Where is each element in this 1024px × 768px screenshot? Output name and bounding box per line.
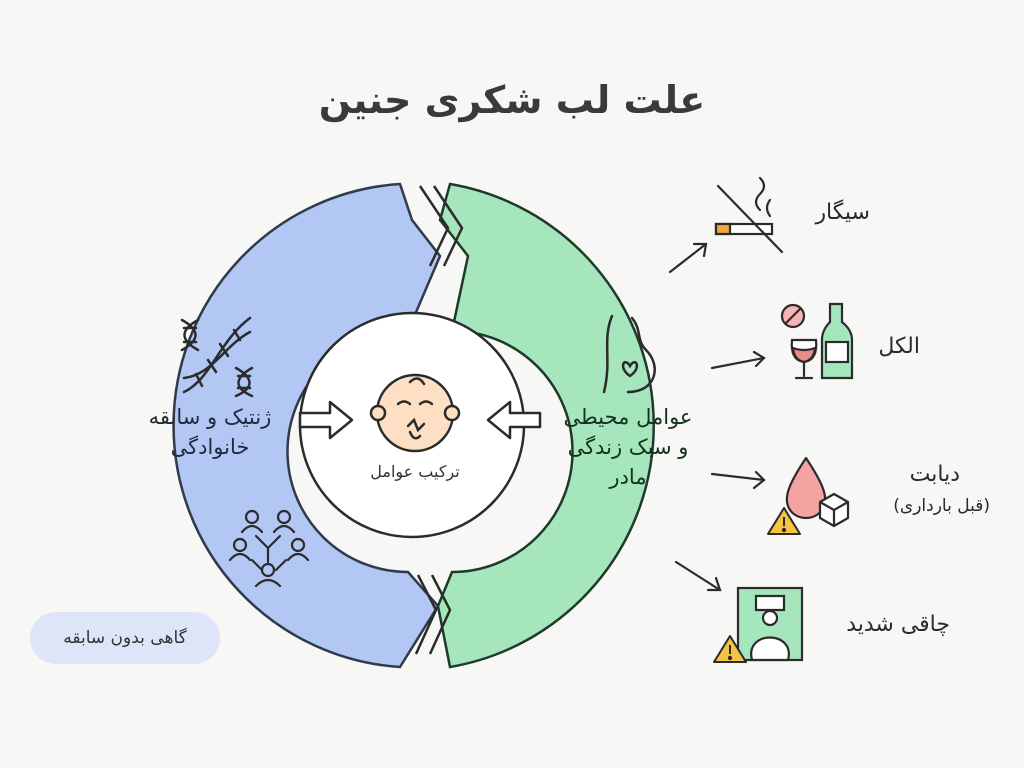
connector-lines [668, 242, 766, 592]
factor-alcohol: الکل [878, 334, 920, 359]
alcohol-icon [780, 302, 854, 380]
environment-label-line1: عوامل محیطی [563, 405, 693, 429]
factor-smoking: سیگار [815, 200, 870, 225]
separator-top [418, 185, 464, 267]
family-tree-icon [228, 509, 310, 588]
factor-diabetes-note: (قبل بارداری) [893, 496, 990, 516]
factor-diabetes: دیابت [909, 462, 960, 487]
no-smoking-icon [714, 176, 784, 254]
factor-obesity: چاقی شدید [846, 612, 950, 637]
dna-icon [180, 316, 254, 398]
genetics-label-line1: ژنتیک و سابقه [148, 405, 272, 429]
genetics-label: ژنتیک و سابقه خانوادگی [120, 402, 300, 462]
arrow-right-in [486, 400, 542, 440]
center-label: ترکیب عوامل [370, 462, 460, 481]
warning-icon [713, 635, 747, 663]
arrow-left-in [298, 400, 354, 440]
genetics-segment [172, 182, 442, 669]
page-title: علت لب شکری جنین [318, 78, 706, 122]
note-badge: گاهی بدون سابقه [30, 612, 220, 664]
environment-label-line3: مادر [609, 465, 647, 489]
pregnant-belly-icon [602, 314, 656, 394]
blood-drop-sugar-icon [785, 456, 850, 528]
baby-face-icon [369, 373, 461, 453]
environment-label-line2: و سبک زندگی [567, 435, 689, 459]
environment-label: عوامل محیطی و سبک زندگی مادر [538, 402, 718, 492]
separator-bottom [414, 574, 452, 655]
warning-icon [767, 507, 801, 535]
environment-segment [436, 182, 655, 669]
scale-obesity-icon [736, 586, 804, 662]
genetics-label-line2: خانوادگی [170, 435, 250, 459]
